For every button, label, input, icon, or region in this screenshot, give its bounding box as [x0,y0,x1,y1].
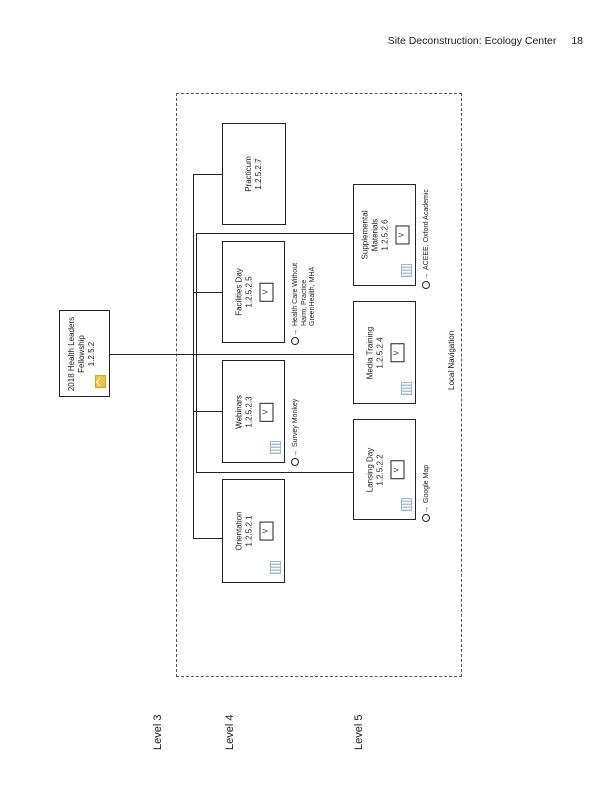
box-title-line1: Supplemental [360,210,369,260]
expand-button[interactable]: V [390,343,404,363]
external-circle-icon [422,281,430,289]
box-lansing-day[interactable]: Lansing Day 1.2.5.2.2 V [353,419,416,520]
document-icon [401,264,412,277]
box-title: Webinars [234,394,243,429]
root-box-health-leaders-fellowship[interactable]: 2018 Health Leaders Fellowship 1.2.5.2 [59,310,110,397]
external-circle-icon [422,514,430,522]
document-icon [401,498,412,511]
box-practicum[interactable]: Practicum 1.2.5.2.7 [222,123,286,225]
document-title: Site Deconstruction: Ecology Center [387,35,557,47]
box-media-training[interactable]: Media Training 1.2.5.2.4 V [353,301,416,404]
page-header: Site Deconstruction: Ecology Center 18 [388,35,583,47]
connector-level4-facilities [193,292,222,293]
box-id: 1.2.5.2.4 [375,336,384,369]
external-link-google-map[interactable]: → Google Map [422,465,432,522]
arrow-right-icon: → [291,450,299,457]
external-link-label-line3: GreenHealth, MHA [309,266,317,326]
expand-button[interactable]: V [259,402,273,421]
folder-icon [95,375,106,388]
connector-level4-orientation [193,538,222,539]
external-circle-icon [291,337,299,345]
arrow-right-icon: → [422,273,430,280]
level-3-label: Level 3 [152,714,164,750]
box-title-line2: Materials [370,218,379,252]
document-icon [270,441,281,454]
external-link-aceee[interactable]: → ACEEE, Oxford Academic [422,189,432,289]
connector-level5-lansing [196,472,353,473]
connector-level4-webinars [193,411,222,412]
box-facilities-day[interactable]: Facilities Day 1.2.5.2.5 V [222,241,285,343]
external-link-survey-monkey[interactable]: → Survey Monkey [291,399,301,466]
box-title: Orientation [234,511,243,551]
external-circle-icon [291,458,299,466]
document-icon [401,382,412,395]
external-link-label: ACEEE, Oxford Academic [422,189,430,270]
expand-button[interactable]: V [395,225,409,245]
level-4-label: Level 4 [224,714,236,750]
external-link-label-line2: Harm, Practice [300,279,308,326]
box-title: Lansing Day [365,447,374,492]
connector-level5-bus [196,233,197,473]
connector-level4-bus [193,174,194,539]
arrow-right-icon: → [422,506,430,513]
page-number: 18 [571,35,583,47]
expand-button[interactable]: V [259,521,273,541]
connector-root-trunk [110,354,354,355]
box-id: 1.2.5.2.7 [254,158,263,190]
level-5-label: Level 5 [353,714,365,750]
box-supplemental-materials[interactable]: Supplemental Materials 1.2.5.2.6 V [353,184,416,286]
box-title: Facilities Day [234,268,243,316]
box-id: 1.2.5.2.1 [244,515,253,547]
external-link-label: Survey Monkey [291,398,299,447]
box-title: Media Training [365,326,374,379]
box-orientation[interactable]: Orientation 1.2.5.2.1 V [222,479,285,583]
external-link-health-care[interactable]: → Health Care Without Harm, Practice Gree… [291,263,318,345]
box-webinars[interactable]: Webinars 1.2.5.2.3 V [222,360,285,463]
root-title-line2: Fellowship [76,334,86,373]
expand-button[interactable]: V [259,282,273,302]
external-link-label: Google Map [422,464,430,503]
expand-button[interactable]: V [390,460,404,480]
connector-level4-practicum [193,174,222,175]
box-id: 1.2.5.2.3 [244,395,253,428]
local-navigation-label: Local Navigation [447,330,456,390]
box-title: Practicum [244,156,253,192]
box-id: 1.2.5.2.5 [244,276,253,308]
box-id: 1.2.5.2.2 [375,453,384,486]
arrow-right-icon: → [291,329,299,336]
box-id: 1.2.5.2.6 [380,219,389,251]
document-icon [270,561,281,574]
external-link-label: Health Care Without [291,262,299,326]
connector-level5-supplemental [196,233,353,234]
local-navigation-frame [176,93,462,677]
root-title-line1: 2018 Health Leaders [66,316,76,391]
